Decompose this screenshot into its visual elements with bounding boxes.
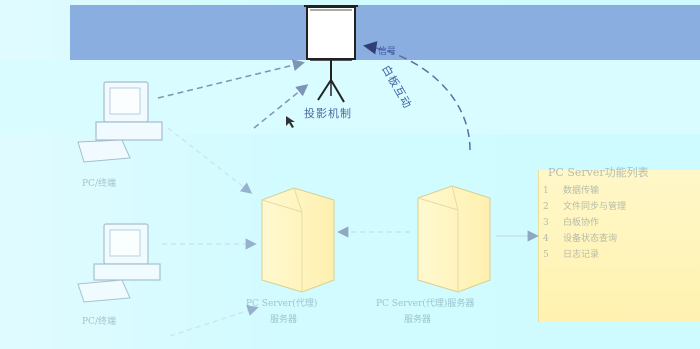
cursor-icon: [286, 116, 295, 128]
panel-title: PC Server功能列表: [548, 164, 649, 180]
pc-bottom-icon: [78, 224, 160, 302]
arrow-server-to-projector: [254, 86, 306, 128]
signal-label: 信号: [378, 44, 396, 57]
server-left-icon: [262, 188, 334, 292]
pc-top-label: PC/终端: [82, 176, 116, 189]
projector-screen-icon: [304, 6, 358, 102]
server-left-label: PC Server(代理): [246, 296, 317, 309]
arrow-whiteboard-curve: [366, 46, 470, 150]
server-right-sublabel: 服务器: [404, 312, 431, 325]
server-right-label: PC Server(代理)服务器: [376, 296, 474, 309]
pc-top-icon: [78, 82, 162, 162]
pc-bottom-label: PC/终端: [82, 314, 116, 327]
server-right-icon: [418, 186, 490, 292]
projector-label: 投影机制: [304, 105, 352, 121]
arrow-pc-top-to-server: [168, 128, 250, 192]
arrow-bottom-to-server: [170, 308, 256, 336]
server-left-sublabel: 服务器: [270, 312, 297, 325]
arrow-pc-to-projector: [158, 63, 302, 98]
